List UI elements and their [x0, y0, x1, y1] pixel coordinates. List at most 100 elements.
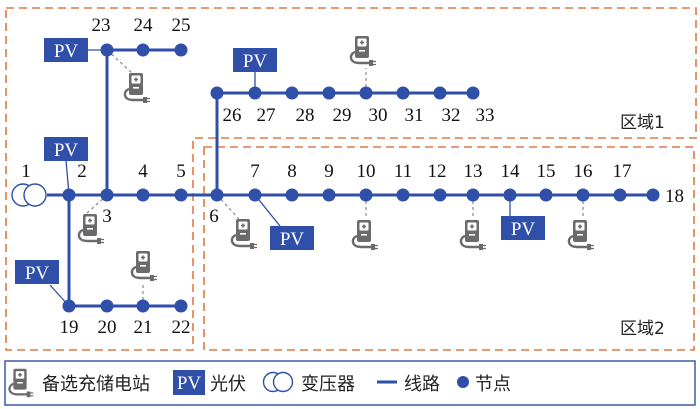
node-4 — [136, 188, 150, 202]
node-25 — [174, 43, 188, 57]
legend-pv-label: 光伏 — [210, 374, 246, 395]
node-label-13: 13 — [464, 161, 483, 182]
node-label-9: 9 — [324, 161, 334, 182]
node-19 — [62, 299, 76, 313]
pv-label: PV — [25, 263, 50, 284]
regions-layer: 区域1 区域2 — [5, 7, 697, 351]
nodes-layer — [62, 43, 660, 313]
legend-node-icon — [457, 376, 469, 388]
charging-station-icon-23 — [123, 71, 152, 105]
node-label-10: 10 — [357, 161, 376, 182]
node-15 — [539, 188, 553, 202]
node-label-26: 26 — [223, 105, 242, 126]
node-14 — [503, 188, 517, 202]
node-31 — [396, 86, 410, 100]
pv-label: PV — [54, 41, 79, 62]
node-12 — [433, 188, 447, 202]
node-label-7: 7 — [250, 161, 260, 182]
charging-station-icon-30 — [349, 34, 378, 68]
legend-pv-icon — [173, 370, 205, 395]
node-11 — [396, 188, 410, 202]
node-16 — [576, 188, 590, 202]
node-18 — [646, 188, 660, 202]
region-1-border — [5, 7, 697, 351]
stations-layer — [77, 34, 596, 283]
legend-pv-box-text: PV — [177, 373, 202, 394]
node-label-12: 12 — [428, 161, 447, 182]
node-5 — [174, 188, 188, 202]
node-label-16: 16 — [574, 161, 593, 182]
legend-transformer-icon — [262, 371, 294, 393]
pv-box-7: PV — [270, 226, 314, 250]
node-6 — [210, 188, 224, 202]
node-label-2: 2 — [77, 161, 87, 182]
node-3 — [100, 188, 114, 202]
node-label-3: 3 — [102, 206, 112, 227]
node-label-17: 17 — [613, 161, 632, 182]
pv-box-27: PV — [233, 48, 277, 72]
node-label-1: 1 — [21, 161, 31, 182]
node-24 — [136, 43, 150, 57]
node-label-4: 4 — [138, 161, 148, 182]
node-23 — [100, 43, 114, 57]
node-label-15: 15 — [537, 161, 556, 182]
node-label-28: 28 — [296, 105, 315, 126]
node-label-30: 30 — [369, 105, 388, 126]
legend-station-label: 备选充储电站 — [42, 374, 150, 395]
node-label-24: 24 — [134, 15, 154, 36]
charging-station-icon-21 — [130, 249, 159, 283]
pv-box-23: PV — [44, 38, 88, 62]
node-9 — [322, 188, 336, 202]
node-30 — [359, 86, 373, 100]
pv-link-7 — [254, 194, 281, 227]
charging-station-icon-13 — [459, 218, 488, 252]
node-17 — [613, 188, 627, 202]
legend-node-label: 节点 — [475, 374, 511, 395]
node-26 — [210, 86, 224, 100]
charging-station-icon-6 — [230, 217, 259, 251]
node-10 — [359, 188, 373, 202]
legend: 备选充储电站 PV 光伏 变压器 线路 节点 — [4, 360, 696, 406]
station-links-layer — [85, 49, 584, 306]
pv-box-19: PV — [15, 260, 59, 284]
station-link-3 — [85, 194, 108, 215]
pv-box-14: PV — [501, 216, 545, 240]
transformer-layer — [11, 183, 47, 207]
node-label-19: 19 — [60, 317, 79, 338]
legend-line-label: 线路 — [404, 374, 440, 395]
node-label-20: 20 — [98, 317, 117, 338]
node-33 — [466, 86, 480, 100]
node-label-29: 29 — [333, 105, 352, 126]
legend-transformer-label: 变压器 — [301, 374, 355, 395]
transformer-icon — [11, 183, 47, 207]
node-label-5: 5 — [176, 161, 186, 182]
node-label-32: 32 — [442, 105, 461, 126]
legend-border — [4, 360, 696, 406]
charging-station-icon-10 — [351, 218, 380, 252]
pv-label: PV — [280, 229, 305, 250]
node-label-31: 31 — [405, 105, 424, 126]
node-label-21: 21 — [134, 317, 153, 338]
node-7 — [248, 188, 262, 202]
node-label-33: 33 — [476, 105, 495, 126]
node-label-25: 25 — [172, 15, 191, 36]
node-label-14: 14 — [501, 161, 521, 182]
node-label-11: 11 — [394, 161, 412, 182]
node-label-22: 22 — [172, 317, 191, 338]
node-21 — [136, 299, 150, 313]
node-label-18: 18 — [665, 186, 684, 207]
node-label-27: 27 — [257, 105, 276, 126]
node-label-23: 23 — [92, 15, 111, 36]
node-label-8: 8 — [287, 161, 297, 182]
node-8 — [285, 188, 299, 202]
pv-layer: PV PV PV PV PV PV — [15, 38, 545, 284]
node-29 — [322, 86, 336, 100]
node-27 — [248, 86, 262, 100]
pv-label: PV — [54, 140, 79, 161]
pv-label: PV — [243, 51, 268, 72]
pv-box-2: PV — [44, 137, 88, 161]
charging-station-icon-3 — [77, 212, 106, 246]
region-2-label: 区域2 — [620, 319, 665, 339]
node-28 — [285, 86, 299, 100]
